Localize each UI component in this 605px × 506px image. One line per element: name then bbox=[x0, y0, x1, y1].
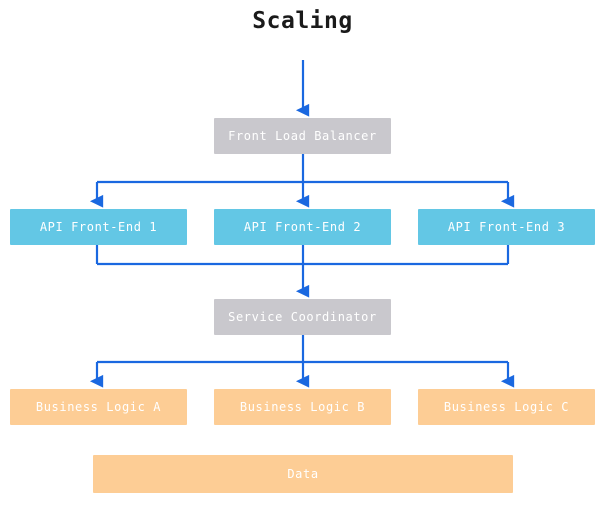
edge-group-flb-to-api-tier bbox=[89, 154, 515, 208]
node-service-coordinator[interactable]: Service Coordinator bbox=[214, 299, 391, 335]
node-label: Front Load Balancer bbox=[228, 129, 377, 143]
node-label: API Front-End 1 bbox=[39, 220, 158, 234]
node-label: Business Logic A bbox=[35, 400, 162, 414]
node-label: API Front-End 2 bbox=[243, 220, 362, 234]
node-label: Business Logic C bbox=[443, 400, 570, 414]
node-label: API Front-End 3 bbox=[447, 220, 566, 234]
edge-group-coordinator-to-business-logic bbox=[89, 335, 515, 388]
edge-group-api-tier-to-coordinator bbox=[95, 245, 510, 298]
node-front-load-balancer[interactable]: Front Load Balancer bbox=[214, 118, 391, 154]
node-business-logic-a[interactable]: Business Logic A bbox=[10, 389, 187, 425]
page-title: Scaling bbox=[252, 8, 353, 34]
node-api-front-end-3[interactable]: API Front-End 3 bbox=[418, 209, 595, 245]
node-api-front-end-2[interactable]: API Front-End 2 bbox=[214, 209, 391, 245]
node-label: Service Coordinator bbox=[228, 310, 377, 324]
node-api-front-end-1[interactable]: API Front-End 1 bbox=[10, 209, 187, 245]
node-label: Data bbox=[287, 467, 319, 481]
node-data[interactable]: Data bbox=[93, 455, 513, 493]
node-label: Business Logic B bbox=[239, 400, 366, 414]
node-business-logic-b[interactable]: Business Logic B bbox=[214, 389, 391, 425]
node-business-logic-c[interactable]: Business Logic C bbox=[418, 389, 595, 425]
